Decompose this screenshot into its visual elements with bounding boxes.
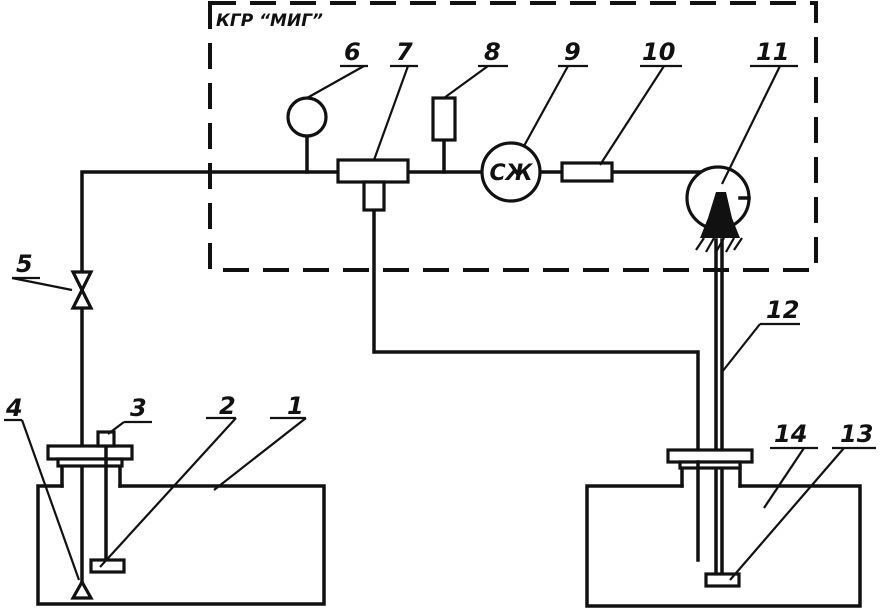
flow-meter: СЖ	[480, 141, 542, 203]
label-tank-left: 1	[287, 392, 304, 420]
tank-right	[585, 448, 862, 608]
intake-left	[89, 558, 126, 574]
label-flow-meter: 9	[564, 38, 581, 66]
hose	[714, 238, 724, 576]
label-intake-left: 2	[219, 392, 236, 420]
tee-fitting	[336, 158, 410, 212]
tank-left	[36, 444, 326, 606]
label-outlet-right: 13	[840, 420, 873, 448]
label-tank-right: 14	[774, 420, 807, 448]
label-tee-fitting: 7	[396, 38, 413, 66]
check-valve	[70, 578, 94, 600]
stop-valve	[70, 270, 94, 310]
filter	[560, 161, 614, 183]
meter-symbol: СЖ	[489, 161, 533, 186]
leader-lines	[4, 64, 876, 581]
label-sensor: 8	[484, 38, 501, 66]
pressure-gauge	[286, 96, 328, 138]
label-filter: 10	[642, 38, 675, 66]
label-hose: 12	[766, 296, 799, 324]
label-stop-valve: 5	[16, 250, 33, 278]
label-check-valve: 4	[5, 394, 23, 422]
frame-title: КГР “МИГ”	[216, 11, 323, 31]
label-valve-top: 3	[130, 394, 147, 422]
label-pressure-gauge: 6	[344, 38, 361, 66]
valve-top	[96, 430, 116, 448]
pipeline	[80, 135, 716, 588]
outlet-right	[704, 572, 741, 588]
unit-frame	[208, 1, 818, 272]
sensor	[431, 96, 457, 142]
label-dispenser-reel: 11	[756, 38, 789, 66]
dispenser-reel	[685, 165, 751, 253]
